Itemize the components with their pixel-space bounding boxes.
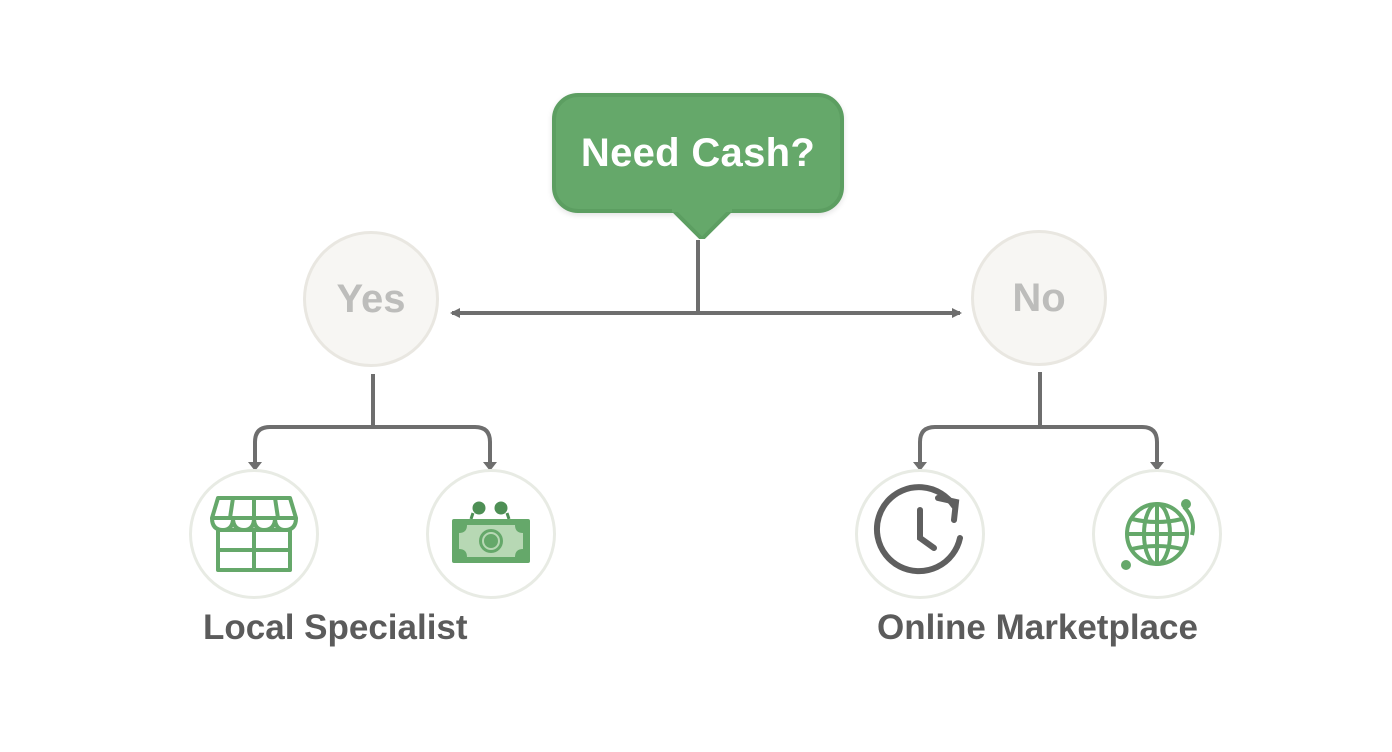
storefront-node [189, 469, 319, 599]
cash-node [426, 469, 556, 599]
answer-no-label: No [1012, 275, 1066, 320]
answer-no-node: No [971, 230, 1107, 366]
no-right-arrowhead [1150, 462, 1164, 471]
branch-label-online-marketplace: Online Marketplace [877, 608, 1198, 647]
clock-refresh-node [855, 469, 985, 599]
cash-icon [452, 501, 530, 563]
question-node: Need Cash? [552, 93, 844, 239]
globe-icon [1121, 499, 1195, 570]
storefront-icon [210, 496, 298, 572]
answer-yes-label: Yes [336, 276, 406, 321]
branch-label-local-specialist: Local Specialist [203, 608, 468, 647]
question-text: Need Cash? [580, 130, 816, 175]
speech-pointer [672, 209, 732, 239]
globe-node [1092, 469, 1222, 599]
yes-left-arrowhead [248, 462, 262, 471]
answer-yes-node: Yes [303, 231, 439, 367]
yes-fork-line [253, 425, 492, 462]
clock-refresh-icon [873, 484, 963, 575]
no-fork-line [918, 425, 1159, 462]
yes-right-arrowhead [483, 462, 497, 471]
no-left-arrowhead [913, 462, 927, 471]
